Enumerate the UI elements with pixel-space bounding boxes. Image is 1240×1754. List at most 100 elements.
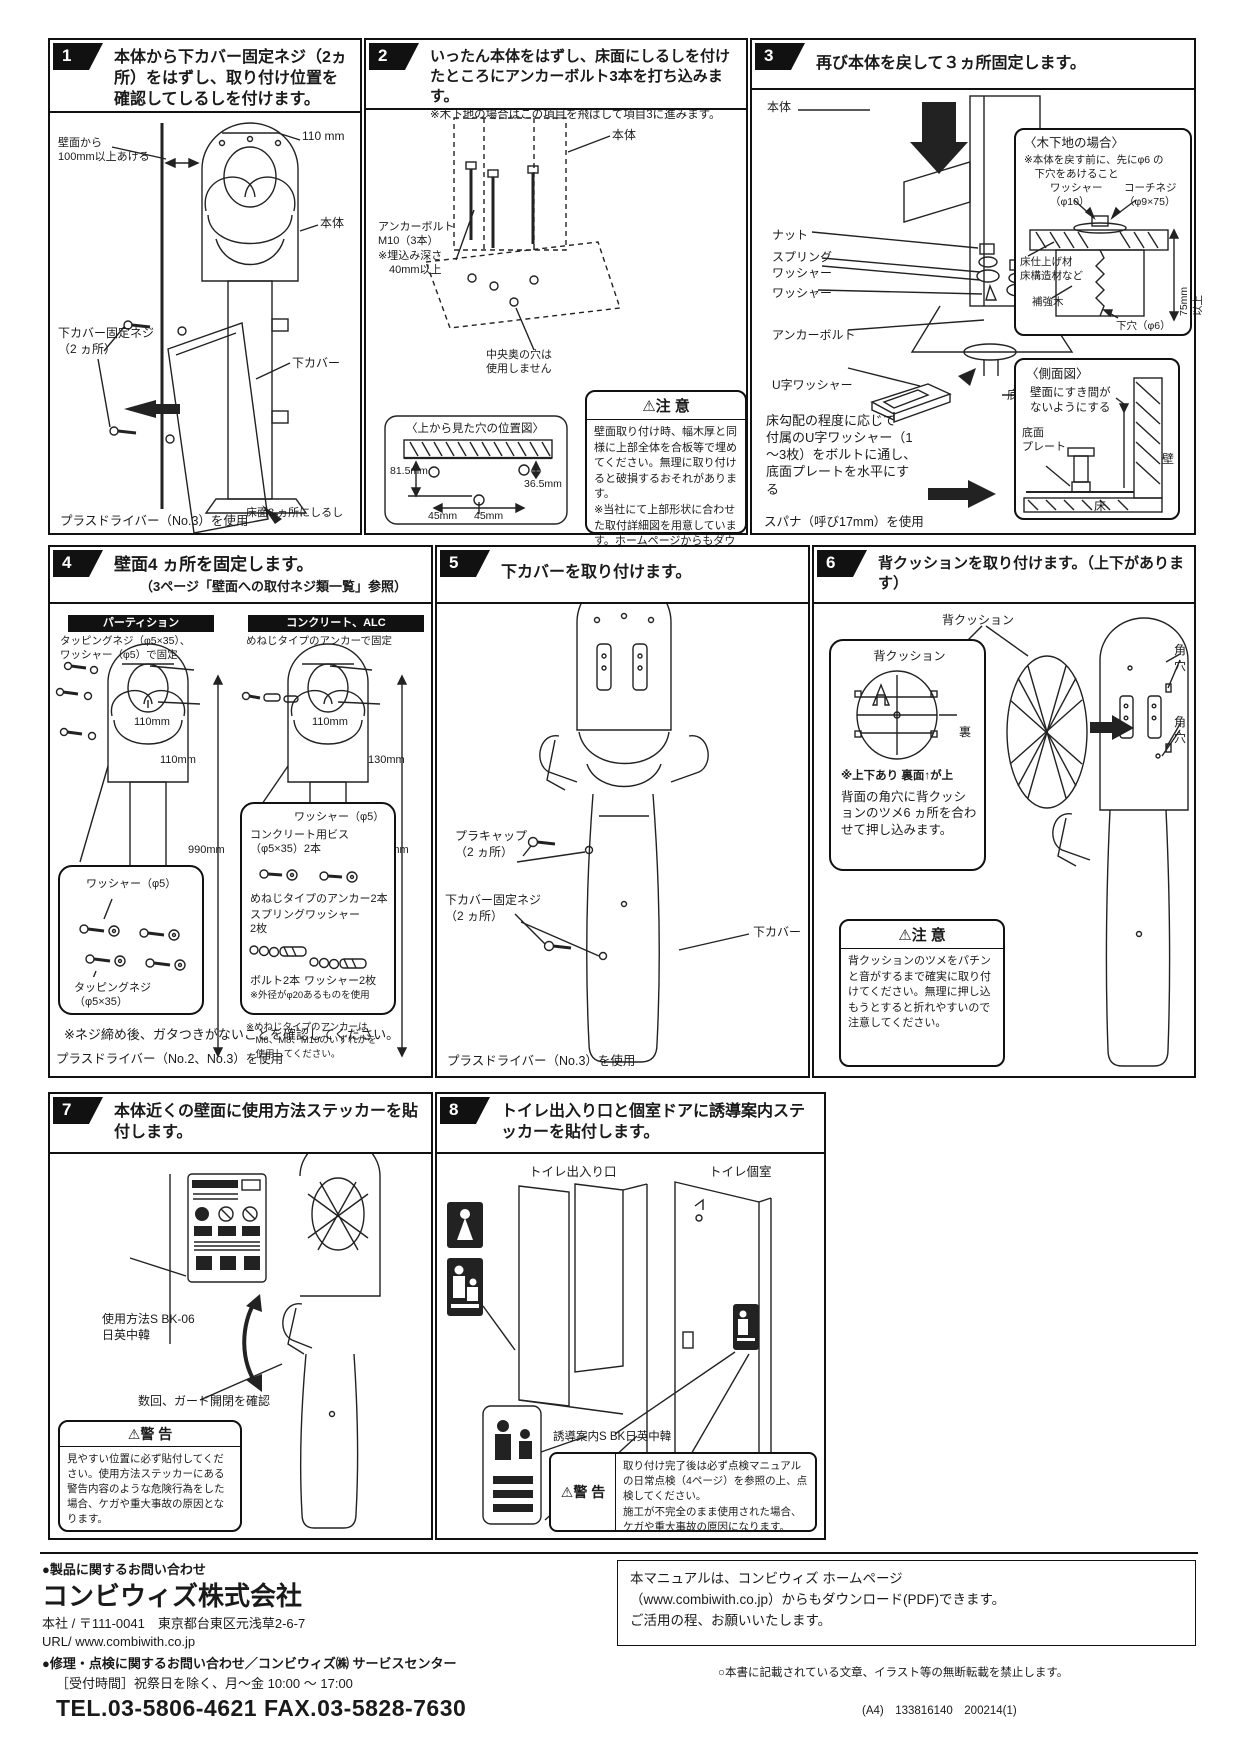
dim-130: 130mm	[368, 754, 405, 766]
dim-110a: 110mm	[134, 716, 170, 728]
anchor-type-note: ※めねじタイプのアンカーは M6、M8、M10のいずれかを 使用してください。	[246, 1022, 377, 1060]
footer-divider	[40, 1552, 1198, 1554]
cover-screws-label: 下カバー固定ネジ （2 ヵ所）	[58, 326, 155, 356]
step-1-header: 1 本体から下カバー固定ネジ（2ヵ所）をはずし、取り付け位置を確認してしるしを付…	[50, 40, 360, 113]
fit-note: 背面の角穴に背クッションのツメ6 ヵ所を合わせて押し込みます。	[841, 790, 977, 837]
cap-label: プラキャップ （2 ヵ所）	[455, 829, 528, 859]
body-leader	[798, 109, 870, 111]
step-8-warning-box: ⚠警 告 取り付け完了後は必ず点検マニュアルの日常点検（4ページ）を参照の上、点…	[549, 1452, 817, 1533]
cover-screws-label: 下カバー固定ネジ （2 ヵ所）	[445, 893, 542, 923]
dim-990: 990mm	[188, 844, 225, 856]
body-label: 本体	[612, 128, 637, 142]
slope-instruction: 床勾配の程度に応じて 付属のU字ワッシャー（1 ～3枚）をボルトに通し、 底面プ…	[766, 413, 917, 497]
washer2-label: ワッシャー2枚	[304, 975, 377, 987]
company-name: コンビウィズ株式会社	[42, 1581, 303, 1611]
dim-75-label: 75mm以上	[1178, 286, 1204, 316]
step-3-illustration	[811, 95, 1074, 508]
manual-download-note: 本マニュアルは、コンビウィズ ホームページ （www.combiwith.co.…	[630, 1571, 1006, 1628]
concrete-header: コンクリート、ALC	[248, 615, 424, 632]
washer-phi5-label: ワッシャー（φ5）	[294, 811, 385, 823]
lower-cover-label: 下カバー	[292, 356, 341, 370]
step-6-title: 背クッションを取り付けます。（上下があります）	[878, 555, 1185, 592]
down-arrow-icon	[910, 102, 968, 174]
warning-text: 取り付け完了後は必ず点検マニュアルの日常点検（4ページ）を参照の上、点検してくだ…	[623, 1460, 808, 1533]
bolt2-label: ボルト2本	[250, 975, 301, 987]
cushion-label: 背クッション	[942, 613, 1015, 627]
floor-label: 床	[1094, 499, 1107, 513]
side-box-title: 〈側面図〉	[1026, 367, 1089, 381]
toilet-sign-icon	[447, 1202, 483, 1248]
step-8-panel: 8 トイレ出入り口と個室ドアに誘導案内ステッカーを貼付します。	[435, 1092, 826, 1540]
step-5-header: 5 下カバーを取り付けます。	[437, 547, 808, 604]
step-4-illustration	[55, 643, 408, 1058]
right-arrow-icon	[1090, 715, 1134, 740]
service-inquiry-heading: ●修理・点検に関するお問い合わせ／コンビウィズ㈱ サービスセンター	[42, 1656, 457, 1671]
washer2-note: ※外径がφ20あるものを使用	[250, 990, 370, 1001]
step-4-panel: 4 壁面4 ヵ所を固定します。 （3ページ「壁面への取付ネジ類一覧」参照） パー…	[48, 545, 433, 1078]
warning-title: ⚠警 告	[60, 1422, 240, 1447]
step-8-title: トイレ出入り口と個室ドアに誘導案内ステッカーを貼付します。	[501, 1103, 806, 1142]
up-arrow-icon	[871, 683, 891, 706]
tel-fax: TEL.03-5806-4621 FAX.03-5828-7630	[56, 1695, 467, 1721]
hole-diagram-title: 〈上から見た穴の位置図〉	[406, 423, 544, 435]
manual-download-box: 本マニュアルは、コンビウィズ ホームページ （www.combiwith.co.…	[617, 1560, 1196, 1646]
tool-label: プラスドライバー（No.3）を使用	[60, 514, 249, 528]
company-address: 本社 / 〒111-0041 東京都台東区元浅草2-6-7	[42, 1616, 306, 1631]
step-1-panel: 1 本体から下カバー固定ネジ（2ヵ所）をはずし、取り付け位置を確認してしるしを付…	[48, 38, 362, 535]
right-arrow-icon	[928, 480, 996, 508]
dim-45b-label: 45mm	[474, 510, 504, 522]
bottom-plate-label: 底面 プレート	[1022, 427, 1066, 454]
warning-text: 見やすい位置に必ず貼付してください。使用方法ステッカーにある警告内容のような危険…	[67, 1453, 225, 1525]
step-6-panel: 6 背クッションを取り付けます。（上下があります）	[812, 545, 1196, 1078]
step-5-panel: 5 下カバーを取り付けます。	[435, 545, 810, 1078]
copyright-note: ○本書に記載されている文章、イラスト等の無断転載を禁止します。	[718, 1667, 1069, 1679]
dim-110-label: 110 mm	[302, 129, 345, 143]
reinforcement-label: 補強木	[1032, 296, 1064, 308]
side-view-box: 〈側面図〉 壁面にすき間が ないようにする 底面 プレート 壁 床	[1014, 358, 1180, 520]
step-2-caution-box: ⚠注 意 壁面取り付け時、幅木厚と同様に上部全体を合板等で埋めてください。無理に…	[585, 390, 747, 563]
step-7-warning-box: ⚠警 告 見やすい位置に必ず貼付してください。使用方法ステッカーにある警告内容の…	[58, 1420, 242, 1532]
step-5-title: 下カバーを取り付けます。	[501, 564, 692, 581]
wall-gap-note: 壁面にすき間が ないようにする	[1030, 387, 1111, 414]
step-2-title: いったん本体をはずし、床面にしるしを付けたところにアンカーボルト3本を打ち込みま…	[430, 48, 731, 105]
anchor2-label: めねじタイプのアンカー2本	[250, 893, 388, 905]
step-3-title: 再び本体を戻して３ヵ所固定します。	[816, 55, 1086, 72]
wood-base-box: 〈木下地の場合〉 ※本体を戻す前に、先にφ6 の 下穴をあけること ワッシャー …	[1014, 128, 1204, 336]
pilot-hole-label: 下穴（φ6）	[1116, 320, 1171, 332]
step-5-illustration	[514, 604, 750, 1063]
warning-triangle-icon: ⚠	[898, 927, 912, 944]
partition-screws	[79, 898, 186, 977]
step-7-header: 7 本体近くの壁面に使用方法ステッカーを貼付します。	[50, 1094, 431, 1154]
tool-label: プラスドライバー（No.2、No.3）を使用	[56, 1052, 284, 1066]
corner-hole-label-2: 角穴	[1174, 715, 1187, 745]
partition-parts-box: ワッシャー（φ5） タッピングネジ （φ5×35）	[58, 865, 204, 1015]
floor-marks-label: 床面3 ヵ所にしるし	[246, 507, 344, 519]
product-inquiry-heading: ●製品に関するお問い合わせ	[42, 1562, 206, 1577]
step-4-title: 壁面4 ヵ所を固定します。	[114, 555, 314, 574]
step-2-panel: 2 いったん本体をはずし、床面にしるしを付けたところにアンカーボルト3本を打ち込…	[364, 38, 748, 563]
concrete-bis-label: コンクリート用ビス （φ5×35）2本	[250, 829, 349, 856]
washer-label: ワッシャー	[772, 286, 833, 300]
warning-triangle-icon: ⚠	[127, 1426, 141, 1442]
spring-washer-label: スプリング ワッシャー	[772, 250, 833, 280]
nut-label: ナット	[772, 228, 809, 242]
company-url[interactable]: URL/ www.combiwith.co.jp	[42, 1634, 196, 1649]
anchor-glyphs	[249, 945, 367, 970]
cushion-back-title: 背クッション	[873, 649, 946, 663]
spring-washer-label: スプリングワッシャー 2枚	[250, 909, 360, 936]
step-8-illustration	[447, 1181, 772, 1525]
concrete-sub: めねじタイプのアンカーで固定	[246, 635, 392, 647]
wood-base-illustration	[1027, 199, 1180, 322]
tool-label: スパナ（呼び17mm）を使用	[764, 515, 924, 529]
step-2-illustration	[384, 117, 621, 525]
concrete-screws	[259, 869, 358, 883]
partition-sub: タッピングネジ（φ5×35）、 ワッシャー（φ5）で固定	[60, 635, 191, 661]
step-1-illustration	[97, 122, 319, 533]
body-label: 本体	[320, 216, 345, 230]
entrance-label: トイレ出入り口	[529, 1165, 617, 1179]
caution-title: ⚠注 意	[841, 921, 1003, 949]
caution-title: ⚠注 意	[587, 392, 745, 420]
u-washer-shape	[870, 368, 976, 423]
warning-triangle-icon: ⚠	[560, 1483, 574, 1500]
